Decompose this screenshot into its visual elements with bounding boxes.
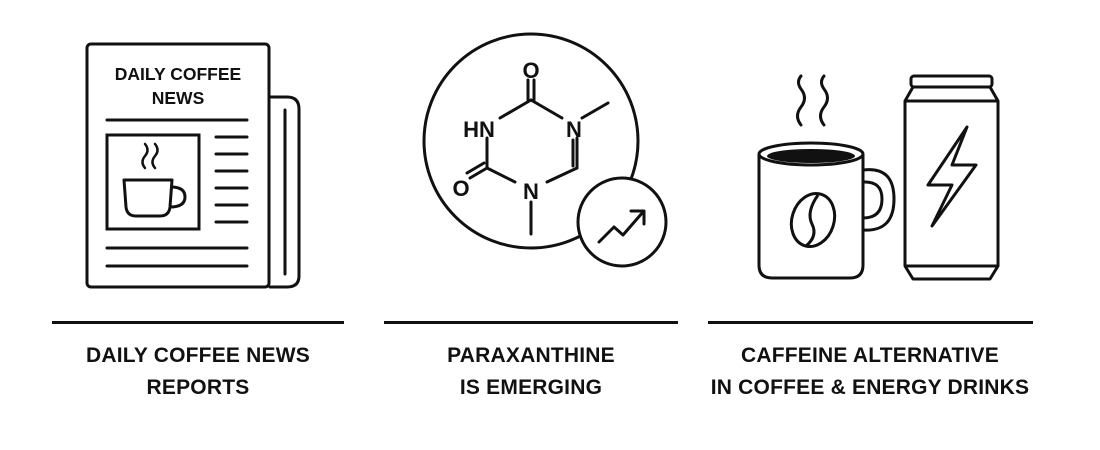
caption-paraxanthine: PARAXANTHINE IS EMERGING [381, 340, 681, 404]
lightning-bolt-icon [926, 125, 978, 228]
atom-n-right: N [566, 117, 582, 142]
atom-hn: HN [463, 117, 495, 142]
newspaper-icon [85, 42, 301, 289]
caption-daily-coffee-news: DAILY COFFEE NEWS REPORTS [48, 340, 348, 404]
caption-line2: IS EMERGING [459, 376, 603, 399]
coffee-bean-icon [789, 192, 837, 248]
newspaper-masthead-line2: NEWS [152, 88, 205, 108]
atom-o-left: O [452, 176, 469, 201]
divider-panel-3 [708, 321, 1033, 324]
steam-icon [141, 142, 159, 170]
caption-caffeine-alternative: CAFFEINE ALTERNATIVE IN COFFEE & ENERGY … [700, 340, 1040, 404]
divider-panel-2 [384, 321, 678, 324]
steam-icon [796, 74, 829, 127]
caption-line2: REPORTS [146, 376, 250, 399]
caption-line2: IN COFFEE & ENERGY DRINKS [710, 376, 1030, 399]
caption-line1: DAILY COFFEE NEWS [86, 344, 310, 367]
energy-drink-can-icon [903, 74, 1000, 281]
newspaper-text-lines [105, 118, 249, 268]
newspaper-masthead-line1: DAILY COFFEE [115, 64, 241, 84]
caption-line1: CAFFEINE ALTERNATIVE [741, 344, 999, 367]
caption-line1: PARAXANTHINE [447, 344, 615, 367]
newspaper-photo-frame [105, 133, 201, 231]
trend-up-arrow-icon [576, 176, 668, 268]
coffee-cup-icon [122, 178, 187, 218]
paraxanthine-molecule-icon [422, 32, 640, 250]
atom-o-top: O [522, 58, 539, 83]
atom-n-bottom: N [523, 179, 539, 204]
coffee-mug-icon [757, 141, 896, 280]
divider-panel-1 [52, 321, 344, 324]
